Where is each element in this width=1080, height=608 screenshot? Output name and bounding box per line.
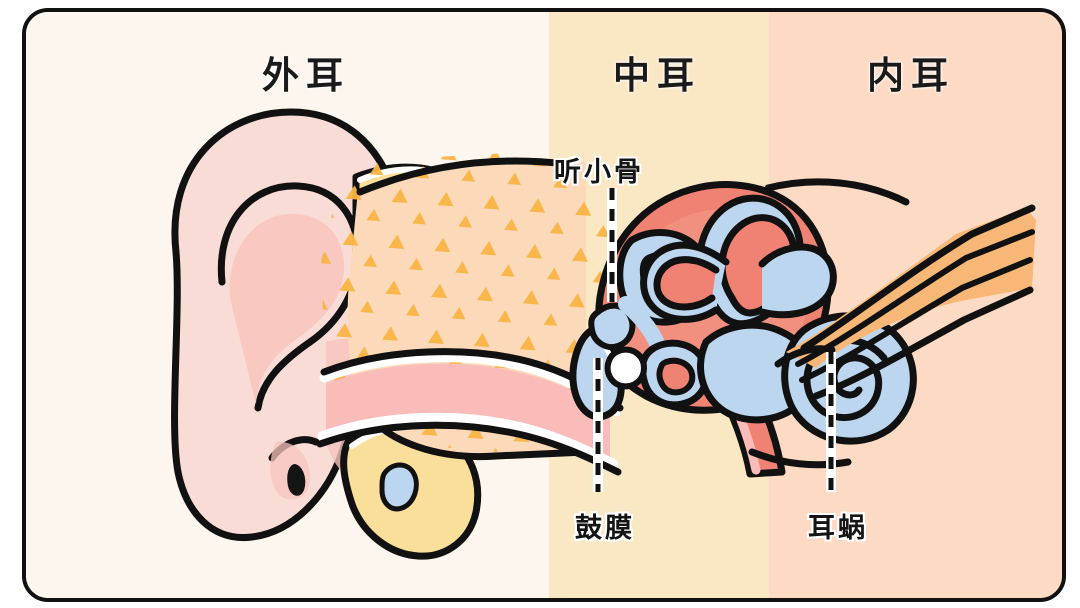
semicircular-canals xyxy=(640,194,837,424)
diagram-frame: 外耳 中耳 内耳 听小骨 鼓膜 耳蜗 xyxy=(22,8,1066,602)
leader-lines xyxy=(593,188,836,492)
section-title-inner-ear: 内耳 xyxy=(867,55,955,96)
callout-label-eardrum: 鼓膜 xyxy=(575,513,635,543)
section-title-middle-ear: 中耳 xyxy=(613,55,701,96)
skull-outline xyxy=(748,178,910,469)
callout-label-cochlea: 耳蜗 xyxy=(808,513,868,543)
callout-label-ossicles: 听小骨 xyxy=(554,157,644,187)
ear-illustration xyxy=(171,108,1036,560)
section-title-outer-ear: 外耳 xyxy=(262,55,350,96)
